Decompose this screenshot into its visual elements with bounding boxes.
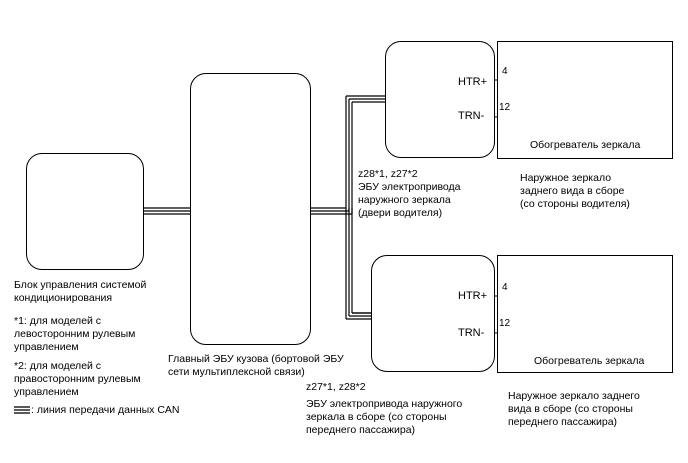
- driver-mirror-ecu-label: ЭБУ электропривода наружного зеркала (дв…: [358, 181, 461, 219]
- can-line-main-to-mirror-ecus: [310, 95, 386, 320]
- driver-mirror-ecu-box: HTR+ TRN-: [385, 41, 495, 158]
- passenger-mirror-assembly-label: Наружное зеркало заднего вида в сборе (с…: [508, 390, 640, 428]
- driver-mirror-pin-htr: 4: [502, 66, 508, 77]
- passenger-mirror-ecu-code: z27*1, z28*2: [306, 381, 366, 393]
- driver-mirror-assembly-box: [497, 41, 673, 159]
- passenger-mirror-ecu-label: ЭБУ электропривода наружного зеркала в с…: [306, 398, 463, 436]
- can-line-ac-to-main: [143, 207, 190, 215]
- driver-mirror-pin-trn: 12: [499, 102, 511, 113]
- driver-mirror-heater-label: Обогреватель зеркала: [530, 139, 641, 151]
- passenger-mirror-assembly-box: [497, 255, 673, 373]
- passenger-mirror-pin-trn: 12: [499, 318, 511, 329]
- passenger-ecu-terminal-trn: TRN-: [458, 327, 485, 339]
- driver-ecu-terminal-trn: TRN-: [458, 110, 485, 122]
- driver-mirror-ecu-code: z28*1, z27*2: [358, 168, 418, 180]
- driver-mirror-assembly-label: Наружное зеркало заднего вида в сборе (с…: [520, 172, 630, 210]
- passenger-ecu-terminal-htr: HTR+: [458, 290, 488, 302]
- legend-can-line: : линия передачи данных CAN: [31, 404, 180, 416]
- ac-control-unit-label: Блок управления системой кондиционирован…: [14, 279, 147, 304]
- can-legend-symbol: [14, 406, 30, 414]
- main-body-ecu-label: Главный ЭБУ кузова (бортовой ЭБУ сети му…: [168, 353, 344, 378]
- passenger-mirror-heater-label: Обогреватель зеркала: [534, 355, 645, 367]
- passenger-mirror-ecu-box: HTR+ TRN-: [371, 255, 495, 372]
- passenger-mirror-pin-htr: 4: [502, 282, 508, 293]
- main-body-ecu-box: [190, 73, 311, 345]
- footnote-lhd: *1: для моделей с левосторонним рулевым …: [14, 315, 136, 353]
- driver-ecu-terminal-htr: HTR+: [458, 76, 488, 88]
- ac-control-unit-box: [26, 153, 144, 270]
- footnote-rhd: *2: для моделей с правосторонним рулевым…: [14, 360, 141, 398]
